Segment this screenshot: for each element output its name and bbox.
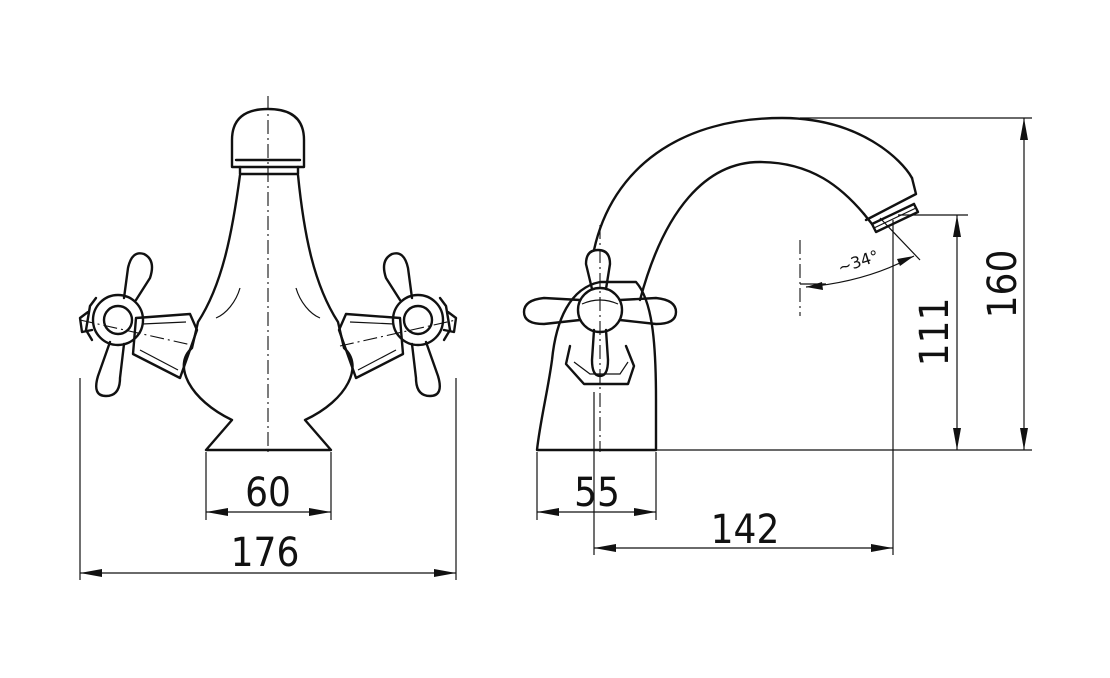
dimension-label-60: 60 bbox=[245, 470, 291, 516]
front-view bbox=[78, 96, 458, 580]
dimension-label-111: 111 bbox=[912, 298, 958, 367]
dimension-outlet-height: 111 bbox=[912, 215, 961, 450]
dimension-spout-reach: 142 bbox=[594, 507, 893, 553]
angle-label: ~34° bbox=[836, 246, 882, 277]
dimension-overall-height: 160 bbox=[980, 118, 1028, 450]
dimension-label-160: 160 bbox=[980, 250, 1026, 319]
dimension-overall-width: 176 bbox=[80, 530, 456, 577]
dimension-base-depth: 55 bbox=[537, 470, 656, 516]
dimension-base-width: 60 bbox=[206, 470, 331, 516]
dimension-label-176: 176 bbox=[231, 530, 300, 576]
side-view: ~34° bbox=[522, 116, 1032, 555]
dimension-label-142: 142 bbox=[711, 507, 780, 553]
dimension-label-55: 55 bbox=[574, 470, 620, 516]
